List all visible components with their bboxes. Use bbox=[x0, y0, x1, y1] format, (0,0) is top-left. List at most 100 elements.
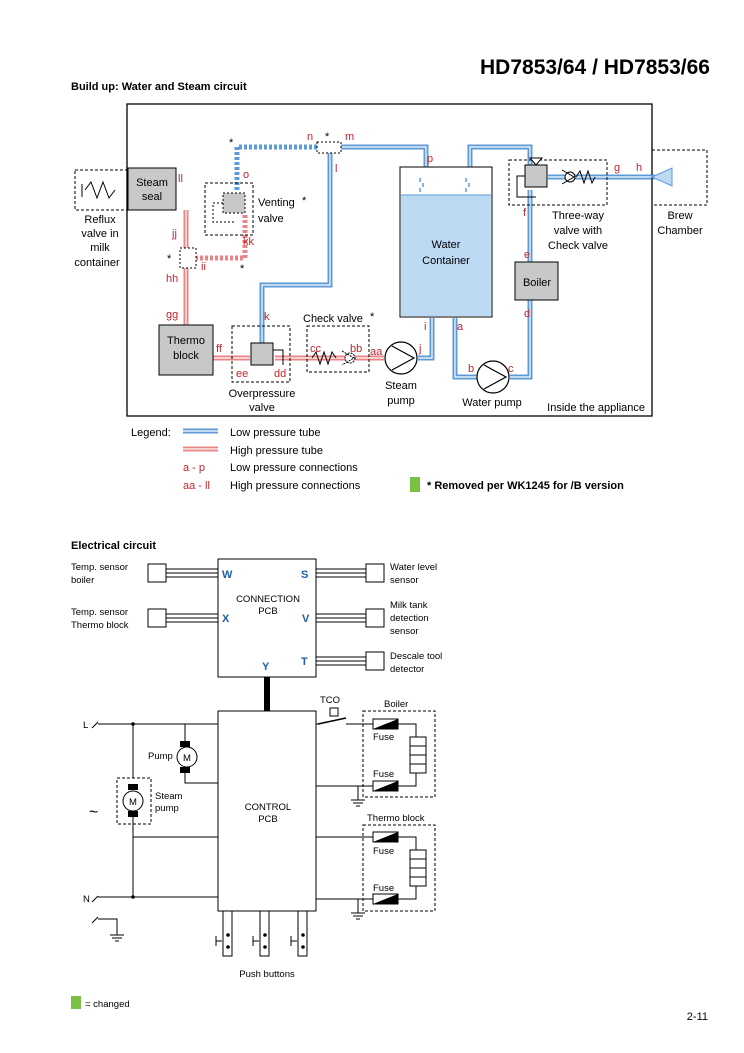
legend-low-tube: Low pressure tube bbox=[230, 427, 321, 439]
pcb-letter-w: W bbox=[222, 569, 233, 581]
brew-spray bbox=[650, 167, 673, 187]
boiler-group bbox=[362, 710, 436, 798]
conn-dd: dd bbox=[274, 368, 286, 380]
conn-bb: bb bbox=[350, 343, 362, 355]
sensor-milk-tank-label-2: detection bbox=[390, 613, 429, 624]
conn-gg: gg bbox=[166, 309, 178, 321]
conn-b: b bbox=[468, 363, 474, 375]
conn-d: d bbox=[524, 308, 530, 320]
conn-ii: ii bbox=[201, 261, 206, 273]
conn-a: a bbox=[457, 321, 464, 333]
steam-pump-label-2: pump bbox=[387, 395, 415, 407]
star-jj: * bbox=[167, 253, 172, 265]
tco-switch bbox=[317, 717, 347, 725]
check-valve-label: Check valve bbox=[303, 313, 363, 325]
connection-labels: n m l o p g h f e d c b a i j k ll jj kk… bbox=[166, 131, 642, 380]
thermo-block-label-2: block bbox=[173, 350, 199, 362]
inside-appliance-label: Inside the appliance bbox=[547, 402, 645, 414]
conn-kk: kk bbox=[243, 236, 255, 248]
star-ii: * bbox=[240, 263, 245, 275]
sensor-milk-tank-label-1: Milk tank bbox=[390, 600, 428, 611]
conn-l: l bbox=[335, 163, 337, 175]
venting-valve bbox=[204, 182, 254, 236]
venting-valve-label-1: Venting bbox=[258, 197, 295, 209]
earth-wire bbox=[91, 916, 118, 935]
tee-connector-top bbox=[316, 141, 342, 154]
venting-valve-label-2: valve bbox=[258, 213, 284, 225]
overpressure-label-1: Overpressure bbox=[229, 388, 296, 400]
conn-aa: aa bbox=[370, 346, 383, 358]
brew-chamber-label-2: Chamber bbox=[657, 225, 703, 237]
conn-p: p bbox=[427, 153, 433, 165]
pcb-letter-v: V bbox=[302, 613, 310, 625]
conn-m: m bbox=[345, 131, 354, 143]
sensor-descale-label-2: detector bbox=[390, 664, 424, 675]
three-way-label-1: Three-way bbox=[552, 210, 604, 222]
conn-k: k bbox=[264, 311, 270, 323]
sensor-descale bbox=[316, 651, 385, 671]
sensor-water-level-label-1: Water level bbox=[390, 562, 437, 573]
check-valve bbox=[306, 325, 370, 373]
sensor-boiler-label-1: Temp. sensor bbox=[71, 562, 128, 573]
conn-i: i bbox=[424, 321, 426, 333]
connection-pcb-label-1: CONNECTION bbox=[236, 594, 300, 605]
pump-motor bbox=[176, 724, 218, 784]
thermo-group bbox=[362, 824, 436, 912]
conn-ee: ee bbox=[236, 368, 248, 380]
control-pcb-label-2: PCB bbox=[258, 814, 278, 825]
venting-star: * bbox=[302, 195, 307, 207]
sensor-boiler-label-2: boiler bbox=[71, 575, 94, 586]
legend-low-code: a - p bbox=[183, 462, 205, 474]
thermo-fuse-1-label: Fuse bbox=[373, 846, 394, 857]
conn-n: n bbox=[307, 131, 313, 143]
reflux-label-1: Reflux bbox=[84, 214, 116, 226]
water-container-label-1: Water bbox=[432, 239, 461, 251]
ac-symbol: ~ bbox=[89, 804, 98, 821]
thermo-block-box bbox=[158, 324, 214, 376]
conn-h: h bbox=[636, 162, 642, 174]
brew-chamber-label-1: Brew bbox=[667, 210, 692, 222]
overpressure-valve bbox=[231, 325, 291, 383]
appliance-outline bbox=[126, 103, 653, 417]
connection-pcb bbox=[217, 558, 317, 678]
conn-cc: cc bbox=[310, 343, 322, 355]
reflux-label-3: milk bbox=[90, 242, 110, 254]
reflux-label-4: container bbox=[74, 257, 120, 269]
pcb-letter-y: Y bbox=[262, 661, 270, 673]
three-way-label-2: valve with bbox=[554, 225, 602, 237]
sensor-thermo bbox=[147, 608, 218, 628]
changed-marker bbox=[71, 996, 81, 1009]
conn-o: o bbox=[243, 169, 249, 181]
steam-pump-elec-label-1: Steam bbox=[155, 791, 183, 802]
legend-low-conn: Low pressure connections bbox=[230, 462, 358, 474]
pcb-letter-t: T bbox=[301, 656, 308, 668]
water-pump-symbol bbox=[476, 360, 510, 394]
star-tee: * bbox=[325, 131, 330, 143]
check-valve-star: * bbox=[370, 311, 375, 323]
sensor-milk-tank-label-3: sensor bbox=[390, 626, 419, 637]
conn-jj: jj bbox=[171, 228, 177, 240]
sensor-water-level bbox=[316, 563, 385, 583]
neutral-label: N bbox=[83, 894, 90, 905]
reflux-label-2: valve in bbox=[81, 228, 118, 240]
drip-marks bbox=[419, 178, 470, 192]
thermo-block-label-1: Thermo bbox=[167, 335, 205, 347]
overpressure-label-2: valve bbox=[249, 402, 275, 414]
model-title: HD7853/64 / HD7853/66 bbox=[480, 56, 710, 79]
neutral-mark bbox=[91, 895, 99, 903]
water-circuit-title: Build up: Water and Steam circuit bbox=[71, 81, 247, 93]
steam-seal-box bbox=[127, 167, 177, 211]
steam-seal-label-2: seal bbox=[142, 191, 162, 203]
sensor-milk-tank bbox=[316, 608, 385, 628]
conn-e: e bbox=[524, 249, 530, 261]
steam-pump-label-1: Steam bbox=[385, 380, 417, 392]
tee-connector-left bbox=[179, 247, 197, 269]
push-buttons bbox=[215, 910, 308, 957]
water-container-label-2: Container bbox=[422, 255, 470, 267]
star-o: * bbox=[229, 137, 234, 149]
steam-seal-label-1: Steam bbox=[136, 177, 168, 189]
page-number: 2-11 bbox=[687, 1011, 708, 1023]
legend-high-conn: High pressure connections bbox=[230, 480, 361, 492]
sensor-descale-label-1: Descale tool bbox=[390, 651, 442, 662]
conn-hh: hh bbox=[166, 273, 178, 285]
